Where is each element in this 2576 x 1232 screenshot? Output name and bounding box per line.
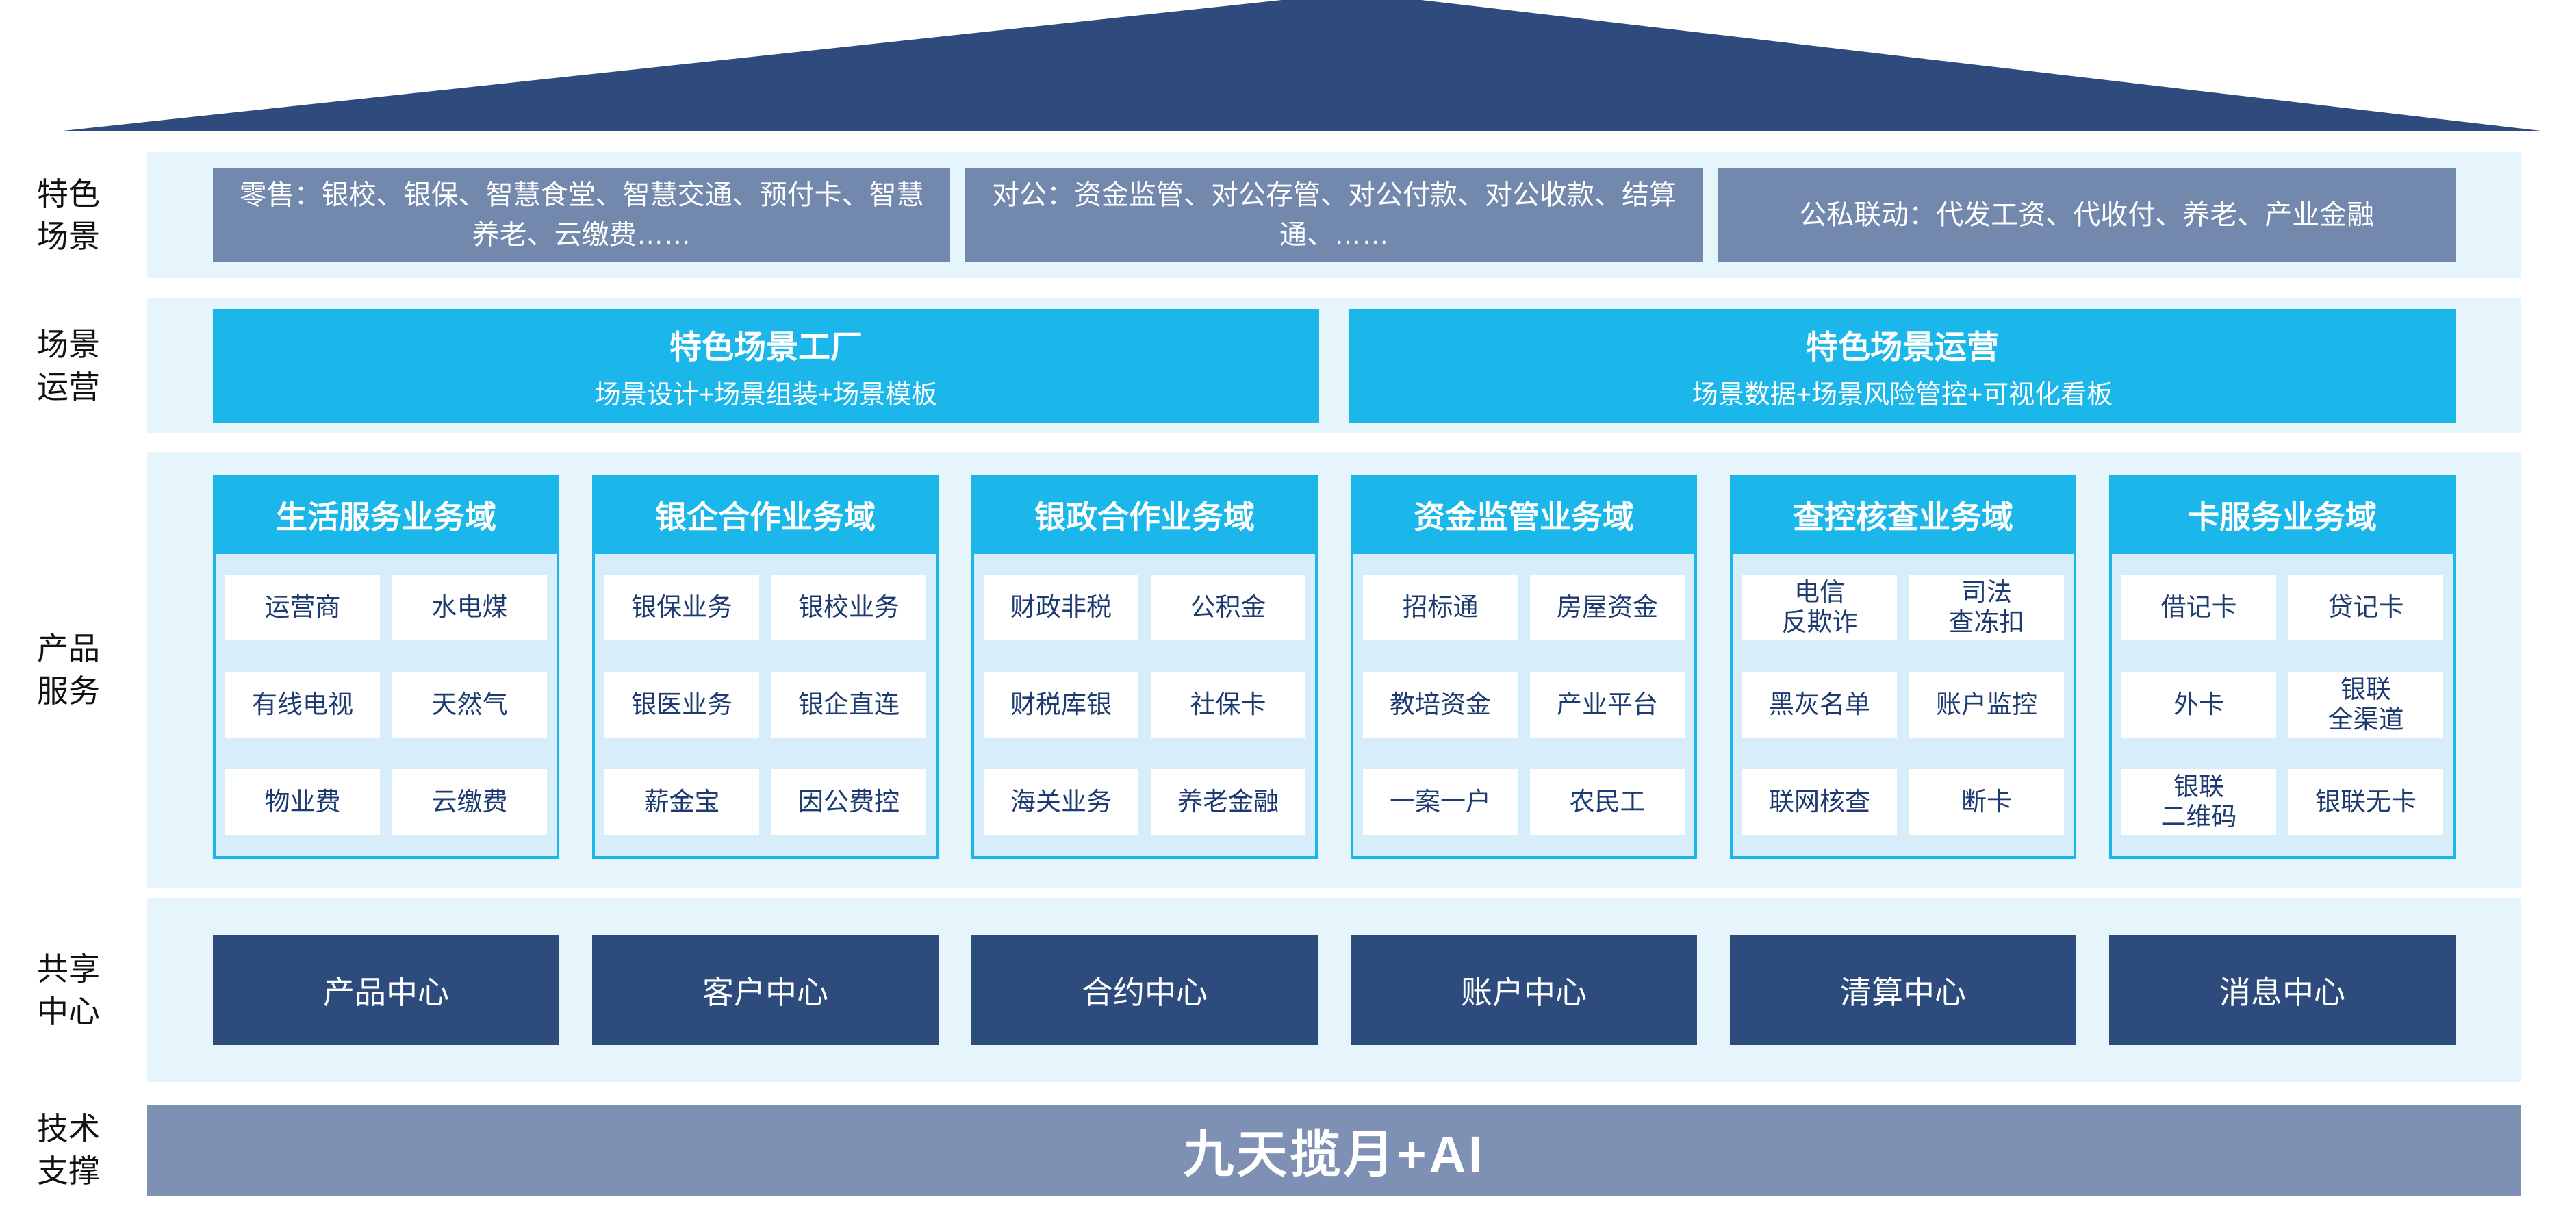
product-cell: 贷记卡: [2288, 575, 2443, 640]
product-cell: 司法 查冻扣: [1909, 575, 2064, 640]
product-cell: 公积金: [1151, 575, 1305, 640]
product-cell: 天然气: [392, 672, 547, 738]
product-cell: 银企直连: [771, 672, 926, 738]
product-cell: 有线电视: [225, 672, 380, 738]
share-center-band: 产品中心 客户中心 合约中心 账户中心 清算中心 消息中心: [147, 898, 2521, 1082]
product-cell: 银联无卡: [2288, 769, 2443, 835]
product-cell: 一案一户: [1363, 769, 1518, 835]
product-cell: 云缴费: [392, 769, 547, 835]
scene-box-public-private: 公私联动：代发工资、代收付、养老、产业金融: [1718, 168, 2456, 262]
ops-box-title: 特色场景工厂: [669, 328, 863, 365]
share-center-clearing: 清算中心: [1730, 935, 2076, 1045]
product-cell: 银联 全渠道: [2288, 672, 2443, 738]
product-cell: 水电煤: [392, 575, 547, 640]
product-column-header: 银企合作业务域: [592, 475, 939, 554]
product-column-body: 银保业务 银校业务 银医业务 银企直连 薪金宝 因公费控: [592, 554, 939, 859]
row-label-scene: 特色 场景: [0, 173, 137, 257]
product-cell: 账户监控: [1909, 672, 2064, 738]
product-cell: 财税库银: [984, 672, 1138, 738]
product-cell: 断卡: [1909, 769, 2064, 835]
share-center-message: 消息中心: [2109, 935, 2456, 1045]
ops-box-subtitle: 场景设计+场景组装+场景模板: [594, 381, 938, 410]
scene-band: 零售：银校、银保、智慧食堂、智慧交通、预付卡、智慧养老、云缴费…… 对公：资金监…: [147, 152, 2521, 278]
row-label-line: 技术: [37, 1111, 100, 1146]
product-column-header: 生活服务业务域: [213, 475, 559, 554]
product-column-header: 查控核查业务域: [1730, 475, 2076, 554]
product-column-card-services: 卡服务业务域 借记卡 贷记卡 外卡 银联 全渠道 银联 二维码 银联无卡: [2109, 475, 2456, 859]
row-label-line: 运营: [37, 369, 100, 405]
scene-box-corporate: 对公：资金监管、对公存管、对公付款、对公收款、结算通、……: [965, 168, 1703, 262]
product-cell: 薪金宝: [604, 769, 759, 835]
product-cell: 银保业务: [604, 575, 759, 640]
product-cell: 物业费: [225, 769, 380, 835]
product-cell: 农民工: [1530, 769, 1685, 835]
product-cell: 因公费控: [771, 769, 926, 835]
row-label-line: 共享: [37, 951, 100, 987]
product-cell: 联网核查: [1742, 769, 1897, 835]
product-cell: 产业平台: [1530, 672, 1685, 738]
row-label-line: 场景: [37, 218, 100, 254]
row-label-line: 特色: [37, 176, 100, 212]
product-column-header: 银政合作业务域: [971, 475, 1318, 554]
row-label-operation: 场景 运营: [0, 323, 137, 408]
share-center-product: 产品中心: [213, 935, 559, 1045]
ops-box-subtitle: 场景数据+场景风险管控+可视化看板: [1692, 381, 2113, 410]
product-cell: 运营商: [225, 575, 380, 640]
row-label-line: 产品: [37, 631, 100, 666]
row-label-tech-support: 技术 支撑: [0, 1107, 137, 1192]
product-cell: 黑灰名单: [1742, 672, 1897, 738]
row-label-line: 中心: [37, 994, 100, 1029]
share-center-customer: 客户中心: [592, 935, 939, 1045]
product-cell: 教培资金: [1363, 672, 1518, 738]
product-cell: 财政非税: [984, 575, 1138, 640]
row-label-line: 场景: [37, 327, 100, 362]
operation-band: 特色场景工厂 场景设计+场景组装+场景模板 特色场景运营 场景数据+场景风险管控…: [147, 298, 2521, 433]
row-label-products: 产品 服务: [0, 627, 137, 712]
product-column-body: 财政非税 公积金 财税库银 社保卡 海关业务 养老金融: [971, 554, 1318, 859]
product-cell: 外卡: [2121, 672, 2276, 738]
product-column-inquiry-verification: 查控核查业务域 电信 反欺诈 司法 查冻扣 黑灰名单 账户监控 联网核查 断卡: [1730, 475, 2076, 859]
tech-support-bar: 九天揽月+AI: [147, 1105, 2521, 1196]
row-label-line: 服务: [37, 673, 100, 709]
product-cell: 银校业务: [771, 575, 926, 640]
ops-box-title: 特色场景运营: [1806, 328, 1999, 365]
share-center-account: 账户中心: [1351, 935, 1697, 1045]
product-column-fund-supervision: 资金监管业务域 招标通 房屋资金 教培资金 产业平台 一案一户 农民工: [1351, 475, 1697, 859]
product-column-bank-government: 银政合作业务域 财政非税 公积金 财税库银 社保卡 海关业务 养老金融: [971, 475, 1318, 859]
product-column-body: 电信 反欺诈 司法 查冻扣 黑灰名单 账户监控 联网核查 断卡: [1730, 554, 2076, 859]
ops-box-scene-factory: 特色场景工厂 场景设计+场景组装+场景模板: [213, 309, 1319, 423]
product-cell: 借记卡: [2121, 575, 2276, 640]
product-column-body: 招标通 房屋资金 教培资金 产业平台 一案一户 农民工: [1351, 554, 1697, 859]
row-label-line: 支撑: [37, 1153, 100, 1189]
product-column-header: 资金监管业务域: [1351, 475, 1697, 554]
ops-box-scene-operation: 特色场景运营 场景数据+场景风险管控+可视化看板: [1349, 309, 2456, 423]
platform-roof-shape: [57, 0, 2547, 131]
product-column-bank-enterprise: 银企合作业务域 银保业务 银校业务 银医业务 银企直连 薪金宝 因公费控: [592, 475, 939, 859]
product-cell: 银联 二维码: [2121, 769, 2276, 835]
product-column-body: 运营商 水电煤 有线电视 天然气 物业费 云缴费: [213, 554, 559, 859]
product-cell: 招标通: [1363, 575, 1518, 640]
scene-box-retail: 零售：银校、银保、智慧食堂、智慧交通、预付卡、智慧养老、云缴费……: [213, 168, 951, 262]
product-cell: 养老金融: [1151, 769, 1305, 835]
product-cell: 银医业务: [604, 672, 759, 738]
product-column-body: 借记卡 贷记卡 外卡 银联 全渠道 银联 二维码 银联无卡: [2109, 554, 2456, 859]
product-cell: 海关业务: [984, 769, 1138, 835]
product-column-header: 卡服务业务域: [2109, 475, 2456, 554]
product-cell: 电信 反欺诈: [1742, 575, 1897, 640]
share-center-contract: 合约中心: [971, 935, 1318, 1045]
product-column-life-services: 生活服务业务域 运营商 水电煤 有线电视 天然气 物业费 云缴费: [213, 475, 559, 859]
row-label-share-centers: 共享 中心: [0, 948, 137, 1033]
product-cell: 房屋资金: [1530, 575, 1685, 640]
product-band: 生活服务业务域 运营商 水电煤 有线电视 天然气 物业费 云缴费 银企合作业务域…: [147, 452, 2521, 888]
tech-support-bar-label: 九天揽月+AI: [1183, 1126, 1485, 1183]
product-cell: 社保卡: [1151, 672, 1305, 738]
